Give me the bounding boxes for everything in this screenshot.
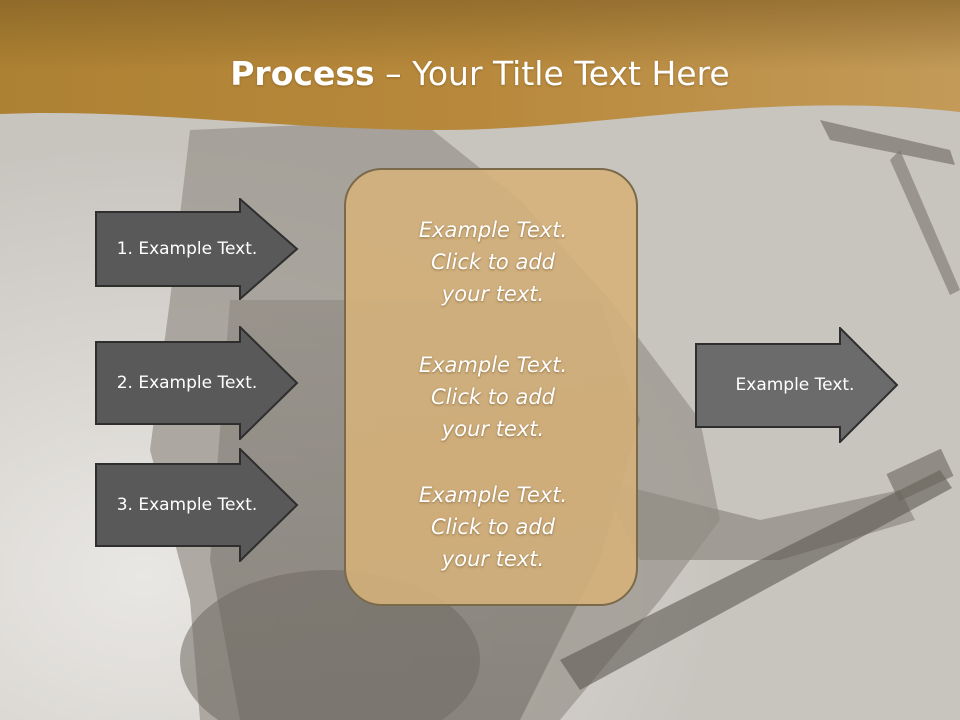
arrow-shape <box>95 326 299 440</box>
block-line: Click to add <box>430 515 555 539</box>
title-bold: Process <box>230 54 375 93</box>
arrow-label: 3. Example Text. <box>116 495 258 515</box>
center-text-block-3[interactable]: Example Text. Click to add your text. <box>346 479 640 575</box>
block-line: your text. <box>441 547 545 571</box>
arrow-shape <box>95 198 299 300</box>
block-line: Click to add <box>430 250 555 274</box>
slide-title: Process – Your Title Text Here <box>0 50 960 98</box>
block-line: Click to add <box>430 385 555 409</box>
title-rest: – Your Title Text Here <box>374 54 730 93</box>
arrow-label: Example Text. <box>735 375 855 395</box>
block-line: your text. <box>441 417 545 441</box>
title-band <box>0 0 960 130</box>
block-line: your text. <box>441 282 545 306</box>
center-text-block-1[interactable]: Example Text. Click to add your text. <box>346 214 640 310</box>
block-line: Example Text. <box>418 353 568 377</box>
process-arrow-1[interactable]: 1. Example Text. <box>95 198 299 316</box>
arrow-label: 1. Example Text. <box>116 239 258 259</box>
block-line: Example Text. <box>418 218 568 242</box>
block-line: Example Text. <box>418 483 568 507</box>
arrow-label: 2. Example Text. <box>116 373 258 393</box>
arrow-shape <box>95 448 299 562</box>
center-text-box[interactable]: Example Text. Click to add your text. Ex… <box>344 168 638 606</box>
center-text-block-2[interactable]: Example Text. Click to add your text. <box>346 349 640 445</box>
process-arrow-3[interactable]: 3. Example Text. <box>95 448 299 566</box>
process-arrow-2[interactable]: 2. Example Text. <box>95 326 299 444</box>
arrow-shape <box>695 327 899 443</box>
result-arrow[interactable]: Example Text. <box>695 327 899 445</box>
